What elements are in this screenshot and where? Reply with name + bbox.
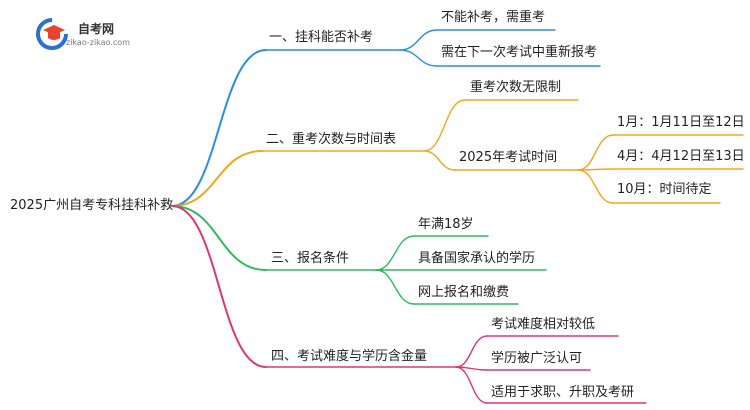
branch-3-leaf-3[interactable]: 网上报名和缴费 xyxy=(418,285,510,300)
connector-root-branch-3 xyxy=(171,205,267,271)
branch-1-leaf-1[interactable]: 不能补考，需重考 xyxy=(441,10,546,25)
branch-2-sub-leaf-1[interactable]: 1月：1月11日至12日 xyxy=(617,115,745,130)
connector-root-branch-2 xyxy=(171,150,263,207)
connector-b2-sub-1 xyxy=(577,134,614,171)
root-node[interactable]: 2025广州自考专科挂科补救 xyxy=(10,198,174,213)
branch-2-sub-leaf-3[interactable]: 10月：时间待定 xyxy=(617,182,712,197)
branch-1-leaf-2[interactable]: 需在下一次考试中重新报考 xyxy=(441,45,598,60)
connector-b1-leaf-2 xyxy=(399,49,438,67)
branch-1-label[interactable]: 一、挂科能否补考 xyxy=(269,30,374,45)
branch-2-sub-leaf-2[interactable]: 4月：4月12日至13日 xyxy=(617,149,745,164)
connector-b2-sub-3 xyxy=(577,169,614,204)
branch-4-leaf-3[interactable]: 适用于求职、升职及考研 xyxy=(491,385,635,400)
connector-b3-leaf-1 xyxy=(375,235,415,271)
connector-b4-leaf-1 xyxy=(455,335,488,368)
connector-b2-subnode xyxy=(423,150,456,171)
branch-2-subnode[interactable]: 2025年考试时间 xyxy=(459,150,558,165)
connector-b4-leaf-3 xyxy=(455,366,488,404)
connector-root-branch-1 xyxy=(171,49,267,207)
branch-4-leaf-1[interactable]: 考试难度相对较低 xyxy=(491,317,596,332)
branch-3-leaf-2[interactable]: 具备国家承认的学历 xyxy=(418,251,536,266)
branch-3-label[interactable]: 三、报名条件 xyxy=(271,251,350,266)
branch-4-label[interactable]: 四、考试难度与学历含金量 xyxy=(271,349,428,364)
logo-url: zikao-zikao.com xyxy=(66,38,130,47)
branch-3-leaf-1[interactable]: 年满18岁 xyxy=(418,217,474,232)
connector-b3-leaf-3 xyxy=(375,269,415,305)
graduation-cap-icon xyxy=(36,18,68,50)
branch-2-label[interactable]: 二、重考次数与时间表 xyxy=(266,132,397,147)
branch-4-leaf-2[interactable]: 学历被广泛认可 xyxy=(491,351,583,366)
connector-b2-leaf-1 xyxy=(423,99,466,152)
branch-2-leaf-1[interactable]: 重考次数无限制 xyxy=(470,80,562,95)
connector-b1-leaf-1 xyxy=(399,29,438,51)
connector-root-branch-4 xyxy=(171,205,267,368)
logo-name: 自考网 xyxy=(78,22,115,36)
